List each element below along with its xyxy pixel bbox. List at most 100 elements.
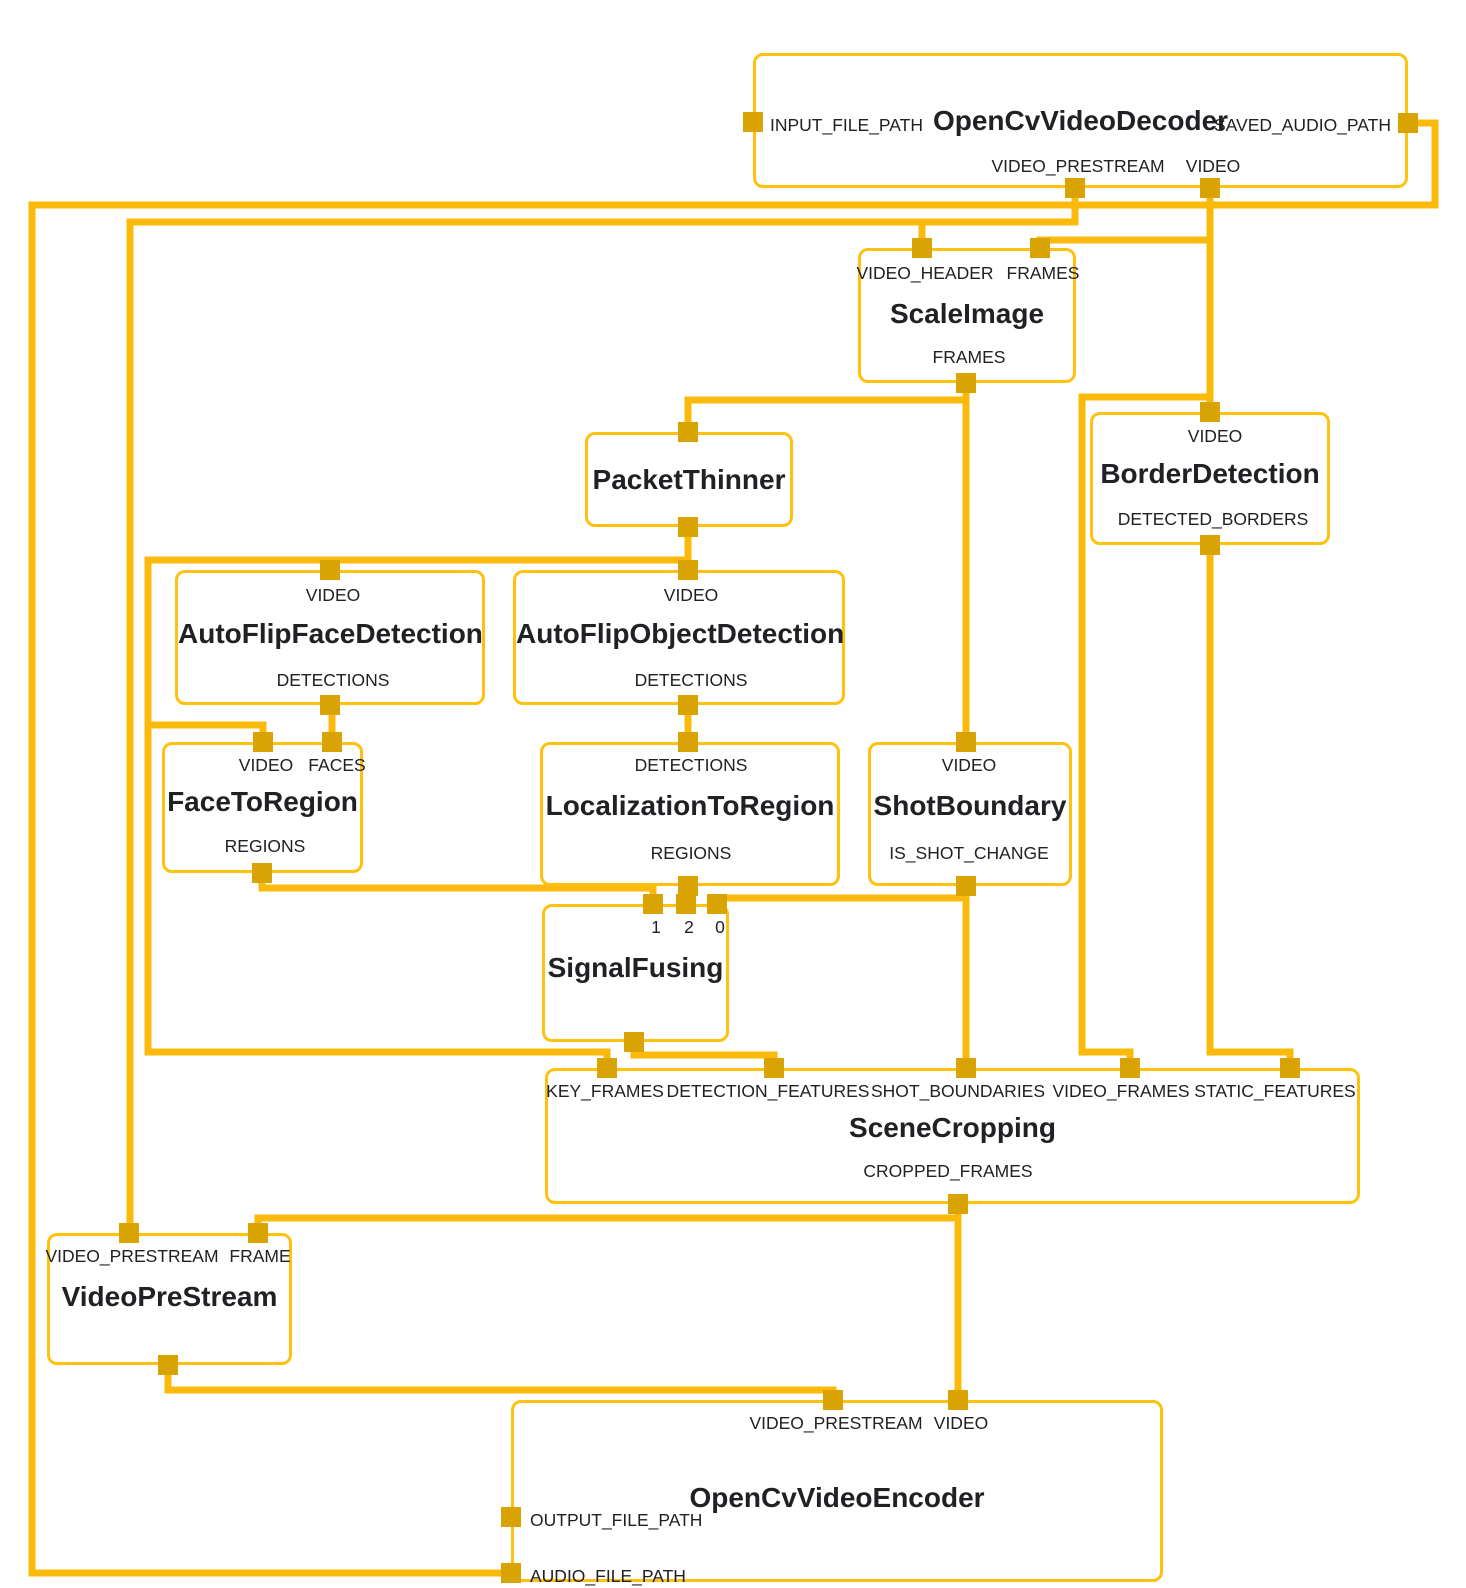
port-label-regions: REGIONS <box>650 843 732 863</box>
edge-is-shot-change-to-signal-fusing-0 <box>713 894 966 904</box>
port-label-1: 1 <box>651 917 661 937</box>
node-auto-flip-object-detection[interactable]: VIDEO AutoFlipObjectDetection DETECTIONS <box>513 570 845 705</box>
port-label-key-frames: KEY_FRAMES <box>546 1081 664 1101</box>
port-scale-image-video-header-in <box>912 238 932 258</box>
node-signal-fusing[interactable]: 1 2 0 SignalFusing <box>542 904 729 1042</box>
port-object-detection-detections-out <box>678 695 698 715</box>
port-label-detection-features: DETECTION_FEATURES <box>666 1081 870 1101</box>
edge-signal-fusing-to-detection-features <box>630 1042 778 1068</box>
port-label-frames-in: FRAMES <box>1006 263 1080 283</box>
port-packet-thinner-in <box>678 422 698 442</box>
port-label-saved-audio-path: SAVED_AUDIO_PATH <box>1214 115 1391 135</box>
port-encoder-video-in <box>948 1390 968 1410</box>
port-label-input-file-path: INPUT_FILE_PATH <box>770 115 923 135</box>
port-signal-fusing-0-in <box>707 894 727 914</box>
node-face-to-region[interactable]: VIDEO FACES FaceToRegion REGIONS <box>162 742 366 873</box>
port-decoder-video-prestream-out <box>1065 178 1085 198</box>
edge-video-pre-stream-to-encoder-prestream <box>164 1365 837 1400</box>
port-label-video: VIDEO <box>941 755 997 775</box>
port-scene-cropping-cropped-frames-out <box>948 1194 968 1214</box>
node-title: BorderDetection <box>1100 458 1320 489</box>
port-shot-boundary-video-in <box>956 732 976 752</box>
port-label-video: VIDEO <box>305 585 361 605</box>
port-face-to-region-regions-out <box>252 863 272 883</box>
port-localization-to-region-detections-in <box>678 732 698 752</box>
port-label-regions: REGIONS <box>224 836 306 856</box>
port-border-detection-video-in <box>1200 402 1220 422</box>
port-label-video-header: VIDEO_HEADER <box>856 263 994 283</box>
node-title: LocalizationToRegion <box>545 790 835 821</box>
node-packet-thinner[interactable]: PacketThinner <box>585 432 793 527</box>
port-label-video-prestream: VIDEO_PRESTREAM <box>749 1413 923 1433</box>
port-encoder-output-file-path <box>501 1507 521 1527</box>
port-label-shot-boundaries: SHOT_BOUNDARIES <box>870 1081 1046 1101</box>
port-label-cropped-frames: CROPPED_FRAMES <box>863 1161 1033 1181</box>
port-label-frame: FRAME <box>229 1246 291 1266</box>
port-decoder-input-file-path <box>743 112 763 132</box>
port-label-detections: DETECTIONS <box>634 755 748 775</box>
port-label-video: VIDEO <box>238 755 294 775</box>
port-video-pre-stream-frame-in <box>248 1223 268 1243</box>
port-decoder-saved-audio-path <box>1398 113 1418 133</box>
port-signal-fusing-2-in <box>676 894 696 914</box>
node-title: AutoFlipObjectDetection <box>516 618 845 649</box>
node-title: SceneCropping <box>849 1112 1056 1143</box>
node-open-cv-video-encoder[interactable]: VIDEO_PRESTREAM VIDEO OpenCvVideoEncoder… <box>511 1400 1163 1586</box>
port-scene-cropping-video-frames-in <box>1120 1058 1140 1078</box>
node-title: PacketThinner <box>592 464 786 495</box>
port-decoder-video-out <box>1200 178 1220 198</box>
node-video-pre-stream[interactable]: VIDEO_PRESTREAM FRAME VideoPreStream <box>45 1233 292 1365</box>
node-open-cv-video-decoder[interactable]: OpenCvVideoDecoder INPUT_FILE_PATH SAVED… <box>753 53 1408 188</box>
port-scene-cropping-shot-boundaries-in <box>956 1058 976 1078</box>
port-signal-fusing-1-in <box>643 894 663 914</box>
port-encoder-audio-file-path <box>501 1563 521 1583</box>
port-label-detections: DETECTIONS <box>276 670 390 690</box>
edge-packet-thinner-to-face-to-region-video <box>148 721 267 742</box>
port-border-detection-detected-borders-out <box>1200 535 1220 555</box>
node-auto-flip-face-detection[interactable]: VIDEO AutoFlipFaceDetection DETECTIONS <box>175 570 485 705</box>
edge-cropped-frames-to-video-pre-stream-frame <box>254 1214 958 1233</box>
port-label-video: VIDEO <box>1185 156 1241 176</box>
port-label-detected-borders: DETECTED_BORDERS <box>1117 509 1309 529</box>
node-border-detection[interactable]: VIDEO BorderDetection DETECTED_BORDERS <box>1090 412 1330 545</box>
port-label-detections: DETECTIONS <box>634 670 748 690</box>
port-label-is-shot-change: IS_SHOT_CHANGE <box>889 843 1049 863</box>
port-encoder-video-prestream-in <box>823 1390 843 1410</box>
node-title: FaceToRegion <box>167 786 358 817</box>
port-scene-cropping-key-frames-in <box>597 1058 617 1078</box>
port-label-0: 0 <box>715 917 725 937</box>
edge-video-to-scene-cropping-video-frames <box>1078 393 1210 1068</box>
port-label-video: VIDEO <box>933 1413 989 1433</box>
port-label-video-prestream: VIDEO_PRESTREAM <box>991 156 1165 176</box>
port-packet-thinner-out <box>678 517 698 537</box>
port-label-output-file-path: OUTPUT_FILE_PATH <box>530 1510 703 1530</box>
port-scene-cropping-static-features-in <box>1280 1058 1300 1078</box>
port-signal-fusing-out <box>624 1032 644 1052</box>
node-title: SignalFusing <box>547 952 724 983</box>
port-label-audio-file-path: AUDIO_FILE_PATH <box>530 1566 686 1586</box>
port-label-video-frames: VIDEO_FRAMES <box>1052 1081 1190 1101</box>
port-face-to-region-faces-in <box>322 732 342 752</box>
port-label-static-features: STATIC_FEATURES <box>1194 1081 1356 1101</box>
node-title: OpenCvVideoEncoder <box>689 1482 985 1513</box>
port-label-faces: FACES <box>308 755 366 775</box>
port-face-detection-detections-out <box>320 695 340 715</box>
node-scene-cropping[interactable]: KEY_FRAMES DETECTION_FEATURES SHOT_BOUND… <box>545 1068 1360 1204</box>
node-title: AutoFlipFaceDetection <box>178 618 483 649</box>
node-title: ScaleImage <box>889 298 1045 329</box>
port-video-pre-stream-video-prestream-in <box>119 1223 139 1243</box>
edge-video-to-scale-image-frames <box>1036 236 1210 248</box>
port-object-detection-video-in <box>678 560 698 580</box>
node-shot-boundary[interactable]: VIDEO ShotBoundary IS_SHOT_CHANGE <box>868 742 1072 886</box>
edge-detected-borders-to-static-features <box>1206 545 1294 1068</box>
node-localization-to-region[interactable]: DETECTIONS LocalizationToRegion REGIONS <box>540 742 840 886</box>
node-title: ShotBoundary <box>873 790 1067 821</box>
port-label-video: VIDEO <box>1187 426 1243 446</box>
port-face-to-region-video-in <box>253 732 273 752</box>
node-title: VideoPreStream <box>61 1281 278 1312</box>
port-label-video-prestream: VIDEO_PRESTREAM <box>45 1246 219 1266</box>
port-scene-cropping-detection-features-in <box>764 1058 784 1078</box>
node-scale-image[interactable]: VIDEO_HEADER FRAMES ScaleImage FRAMES <box>856 248 1079 383</box>
edge-video-prestream-bus <box>126 188 1079 1233</box>
